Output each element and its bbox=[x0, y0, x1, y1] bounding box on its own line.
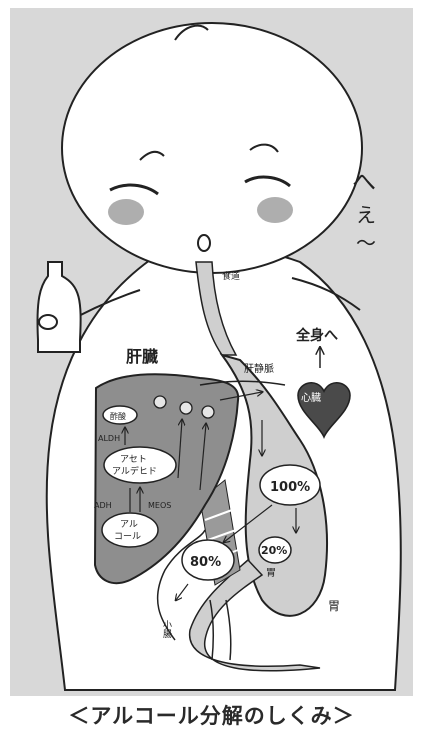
stomach-label: 胃 bbox=[328, 599, 340, 613]
head bbox=[61, 22, 363, 274]
left-cheek bbox=[108, 199, 144, 225]
lower-vessels bbox=[209, 599, 232, 661]
right-eyebrow bbox=[249, 143, 279, 153]
heart-label: 心臓 bbox=[301, 392, 321, 404]
small-intestine bbox=[188, 558, 321, 672]
arrows-adh-meos bbox=[129, 488, 140, 512]
arrow-absorb-2 bbox=[199, 424, 206, 491]
esophagus-label: 食道 bbox=[222, 270, 240, 282]
absorption-80-node bbox=[181, 539, 235, 581]
acetic-acid-node bbox=[102, 405, 138, 425]
pct-100-label: 100% bbox=[270, 480, 310, 495]
pct-80-label: 80% bbox=[190, 555, 221, 570]
absorption-100-node bbox=[259, 464, 321, 506]
acetic-acid-label: 酢酸 bbox=[110, 411, 126, 421]
exclaim-tilde: 〜 bbox=[356, 231, 376, 255]
whole-body-label: 全身へ bbox=[295, 327, 338, 344]
liver-label: 肝臓 bbox=[126, 347, 158, 366]
alcohol-label-2: コール bbox=[114, 532, 141, 542]
figure-caption: ＜アルコール分解のしくみ＞ bbox=[68, 704, 355, 728]
liver-cell-1 bbox=[153, 395, 167, 409]
hepatic-vein-label: 肝静脈 bbox=[244, 362, 274, 375]
meos-label: MEOS bbox=[148, 501, 171, 510]
absorption-20-node bbox=[258, 536, 292, 564]
adh-label: ADH bbox=[94, 501, 112, 510]
hand bbox=[38, 314, 58, 330]
right-eye bbox=[244, 175, 291, 188]
small-intestine-label: 小腸 bbox=[161, 620, 172, 639]
arrow-to-heart bbox=[219, 392, 262, 401]
acetaldehyde-node bbox=[103, 446, 177, 484]
right-arm bbox=[291, 277, 361, 311]
aldh-label: ALDH bbox=[98, 434, 120, 443]
liver-cell-3 bbox=[201, 405, 215, 419]
arrow-to-intestine bbox=[176, 583, 189, 600]
right-cheek bbox=[257, 197, 293, 223]
exclaim-e: え bbox=[356, 203, 376, 227]
acetaldehyde-label-1: アセト bbox=[120, 454, 147, 465]
exclaim-he: へ bbox=[352, 168, 376, 196]
arrow-to-80 bbox=[224, 504, 273, 542]
heart bbox=[297, 382, 351, 439]
hair-curl bbox=[174, 24, 209, 41]
arrow-absorb-1 bbox=[177, 420, 182, 479]
alcohol-node bbox=[101, 512, 159, 548]
left-eye bbox=[109, 183, 159, 196]
alcohol-label-1: アル bbox=[120, 520, 138, 530]
hepatic-vein bbox=[199, 380, 286, 386]
liver-cell-2 bbox=[179, 401, 193, 415]
esophagus bbox=[195, 261, 238, 356]
pct-20-label: 20% bbox=[261, 544, 287, 557]
intestine-loop bbox=[156, 529, 206, 641]
mouth bbox=[197, 234, 211, 252]
left-eyebrow bbox=[139, 150, 165, 161]
acetaldehyde-label-2: アルデヒド bbox=[112, 465, 157, 477]
stomach-small-label: 胃 bbox=[266, 567, 276, 579]
